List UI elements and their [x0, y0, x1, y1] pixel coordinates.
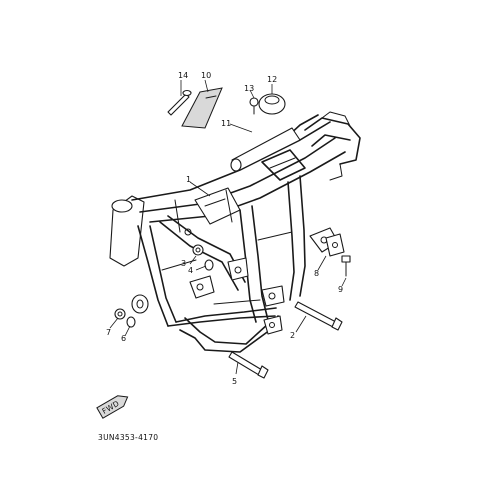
- callout-2: 2: [290, 331, 295, 340]
- callout-1: 1: [186, 175, 191, 184]
- callout-9: 9: [338, 285, 343, 294]
- part-10-pad: [181, 87, 223, 129]
- part-6-washer: [126, 316, 136, 328]
- part-2-bolt: [294, 301, 343, 331]
- drawing-code: 3UN4353-4170: [98, 433, 158, 442]
- part-9-bolt: [341, 255, 351, 277]
- part-7-nut: [114, 308, 126, 320]
- callout-10: 10: [201, 71, 211, 80]
- callout-5: 5: [232, 377, 237, 386]
- callout-4: 4: [188, 266, 193, 275]
- part-14-rod: [167, 89, 192, 116]
- part-5-bolt: [228, 351, 269, 379]
- callout-8: 8: [314, 269, 319, 278]
- part-8-bracket: [325, 233, 345, 257]
- part-13-screw: [249, 97, 259, 115]
- part-11-sleeve: [230, 127, 301, 172]
- callout-7: 7: [106, 328, 111, 337]
- fwd-direction-badge: FWD: [96, 395, 129, 419]
- mount-bushing: [131, 294, 149, 314]
- callout-labels: 14 10 12 13 11 1 3 4 7 6 5 2 8 9: [106, 71, 343, 386]
- part-12-cap: [258, 93, 286, 115]
- callout-3: 3: [181, 259, 186, 268]
- part-4-washer: [204, 259, 214, 271]
- main-frame: [109, 111, 361, 353]
- part-3-nut: [192, 244, 204, 256]
- callout-13: 13: [244, 84, 254, 93]
- callout-12: 12: [267, 75, 277, 84]
- callout-14: 14: [178, 71, 188, 80]
- leader-lines: [109, 79, 347, 375]
- callout-11: 11: [221, 119, 231, 128]
- callout-6: 6: [121, 334, 126, 343]
